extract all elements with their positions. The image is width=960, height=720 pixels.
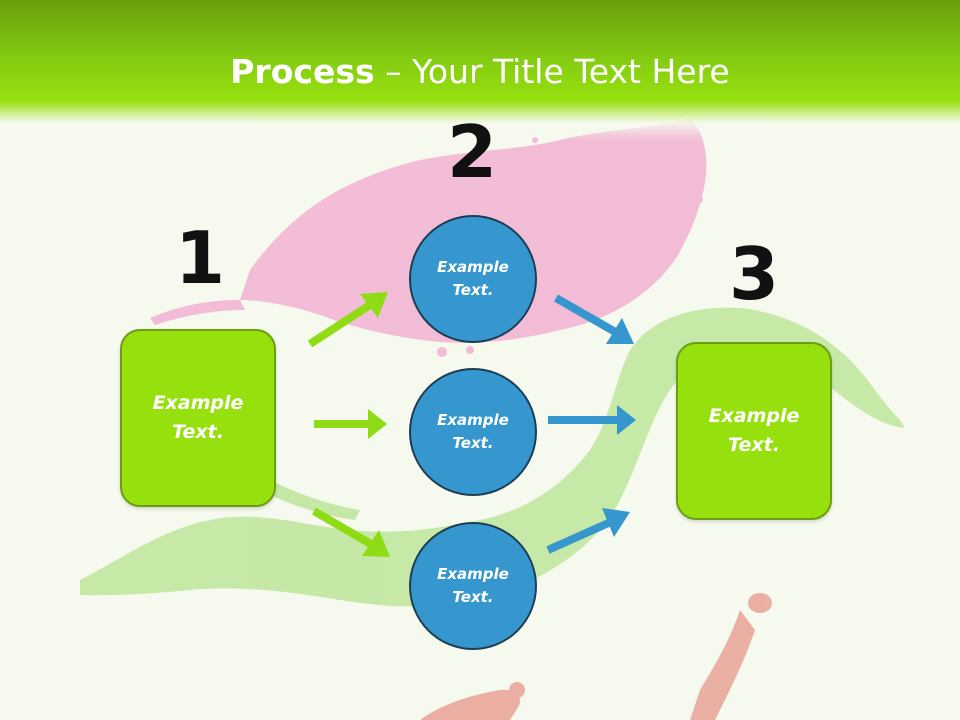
title-rest: – Your Title Text Here <box>374 52 730 91</box>
step-number-2: 2 <box>446 110 498 194</box>
step-3-text: Example Text. <box>708 405 800 456</box>
step-2-circle-bottom: Example Text. <box>409 522 537 650</box>
step-2-circle-top: Example Text. <box>409 215 537 343</box>
step-number-3: 3 <box>728 232 780 316</box>
title-bar <box>0 0 960 140</box>
arrow-green-up <box>307 292 388 348</box>
arrow-blue-down <box>554 294 634 344</box>
step-1-box: Example Text. <box>120 329 276 507</box>
circle-bottom-text: Example Text. <box>437 565 509 606</box>
step-2-circle-middle: Example Text. <box>409 368 537 496</box>
red-splash <box>420 593 772 720</box>
green-splash <box>80 307 905 607</box>
arrow-green-right <box>314 409 387 439</box>
slide-title: Process – Your Title Text Here <box>0 52 960 91</box>
step-1-text: Example Text. <box>152 392 244 443</box>
title-bold: Process <box>230 52 375 91</box>
step-3-box: Example Text. <box>676 342 832 520</box>
circle-middle-text: Example Text. <box>437 411 509 452</box>
step-number-1: 1 <box>174 216 226 300</box>
arrow-blue-right <box>548 405 636 435</box>
arrow-green-down <box>311 507 390 557</box>
arrow-blue-up <box>546 508 630 554</box>
circle-top-text: Example Text. <box>437 258 509 299</box>
